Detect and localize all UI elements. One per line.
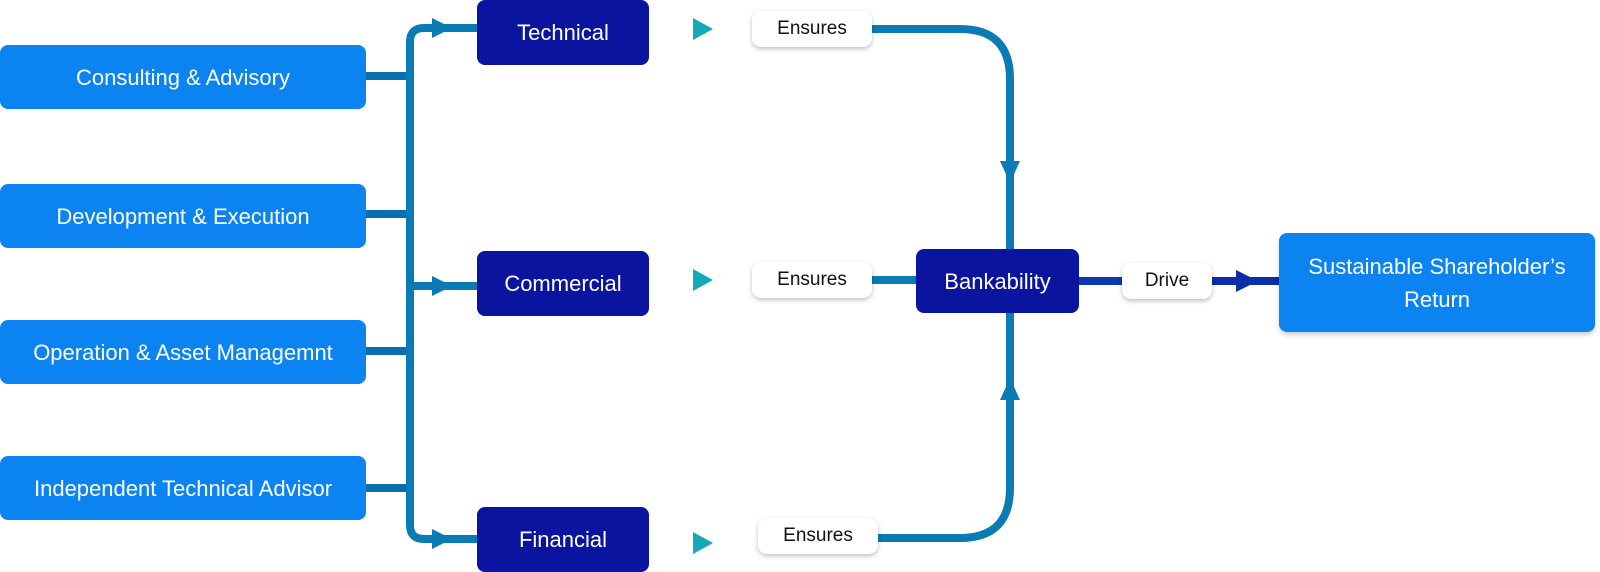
service-consulting-advisory: Consulting & Advisory <box>0 45 366 109</box>
service-label: Independent Technical Advisor <box>33 475 333 501</box>
pillar-label: Financial <box>518 527 608 552</box>
teal-arrowheads <box>693 18 713 554</box>
service-independent-technical-advisor: Independent Technical Advisor <box>0 456 366 520</box>
goal-label-line1: Sustainable Shareholder’s <box>1308 253 1566 279</box>
ensures-tag-technical: Ensures <box>752 11 872 47</box>
ensures-tag-commercial: Ensures <box>752 262 872 298</box>
drive-tag: Drive <box>1122 263 1212 299</box>
ensures-label: Ensures <box>783 525 853 546</box>
bankability-arrowheads <box>1000 161 1020 400</box>
pillar-to-ensures-lines <box>649 25 758 547</box>
service-stubs <box>366 72 410 492</box>
technical-to-bankability <box>872 25 1014 249</box>
goal-arrowhead <box>1236 270 1258 292</box>
goal-box: Sustainable Shareholder’s Return <box>1279 233 1595 332</box>
ensures-label: Ensures <box>777 269 847 290</box>
service-operation-asset-management: Operation & Asset Managemnt <box>0 320 366 384</box>
bankability-box: Bankability <box>916 249 1079 313</box>
service-label: Development & Execution <box>56 203 310 229</box>
goal-label-line2: Return <box>1403 286 1471 312</box>
bankability-label: Bankability <box>944 268 1051 294</box>
pillar-label: Technical <box>517 20 609 45</box>
pillar-technical: Technical <box>477 0 649 65</box>
drive-label: Drive <box>1144 270 1190 291</box>
pillar-arrowheads <box>432 18 452 549</box>
service-development-execution: Development & Execution <box>0 184 366 248</box>
ensures-label: Ensures <box>777 18 847 39</box>
service-label: Consulting & Advisory <box>76 64 290 90</box>
service-label: Operation & Asset Managemnt <box>33 339 333 365</box>
ensures-tag-financial: Ensures <box>758 518 878 554</box>
pillar-commercial: Commercial <box>477 251 649 316</box>
financial-to-bankability <box>878 313 1014 542</box>
pillar-label: Commercial <box>504 271 622 296</box>
pillar-financial: Financial <box>477 507 649 572</box>
